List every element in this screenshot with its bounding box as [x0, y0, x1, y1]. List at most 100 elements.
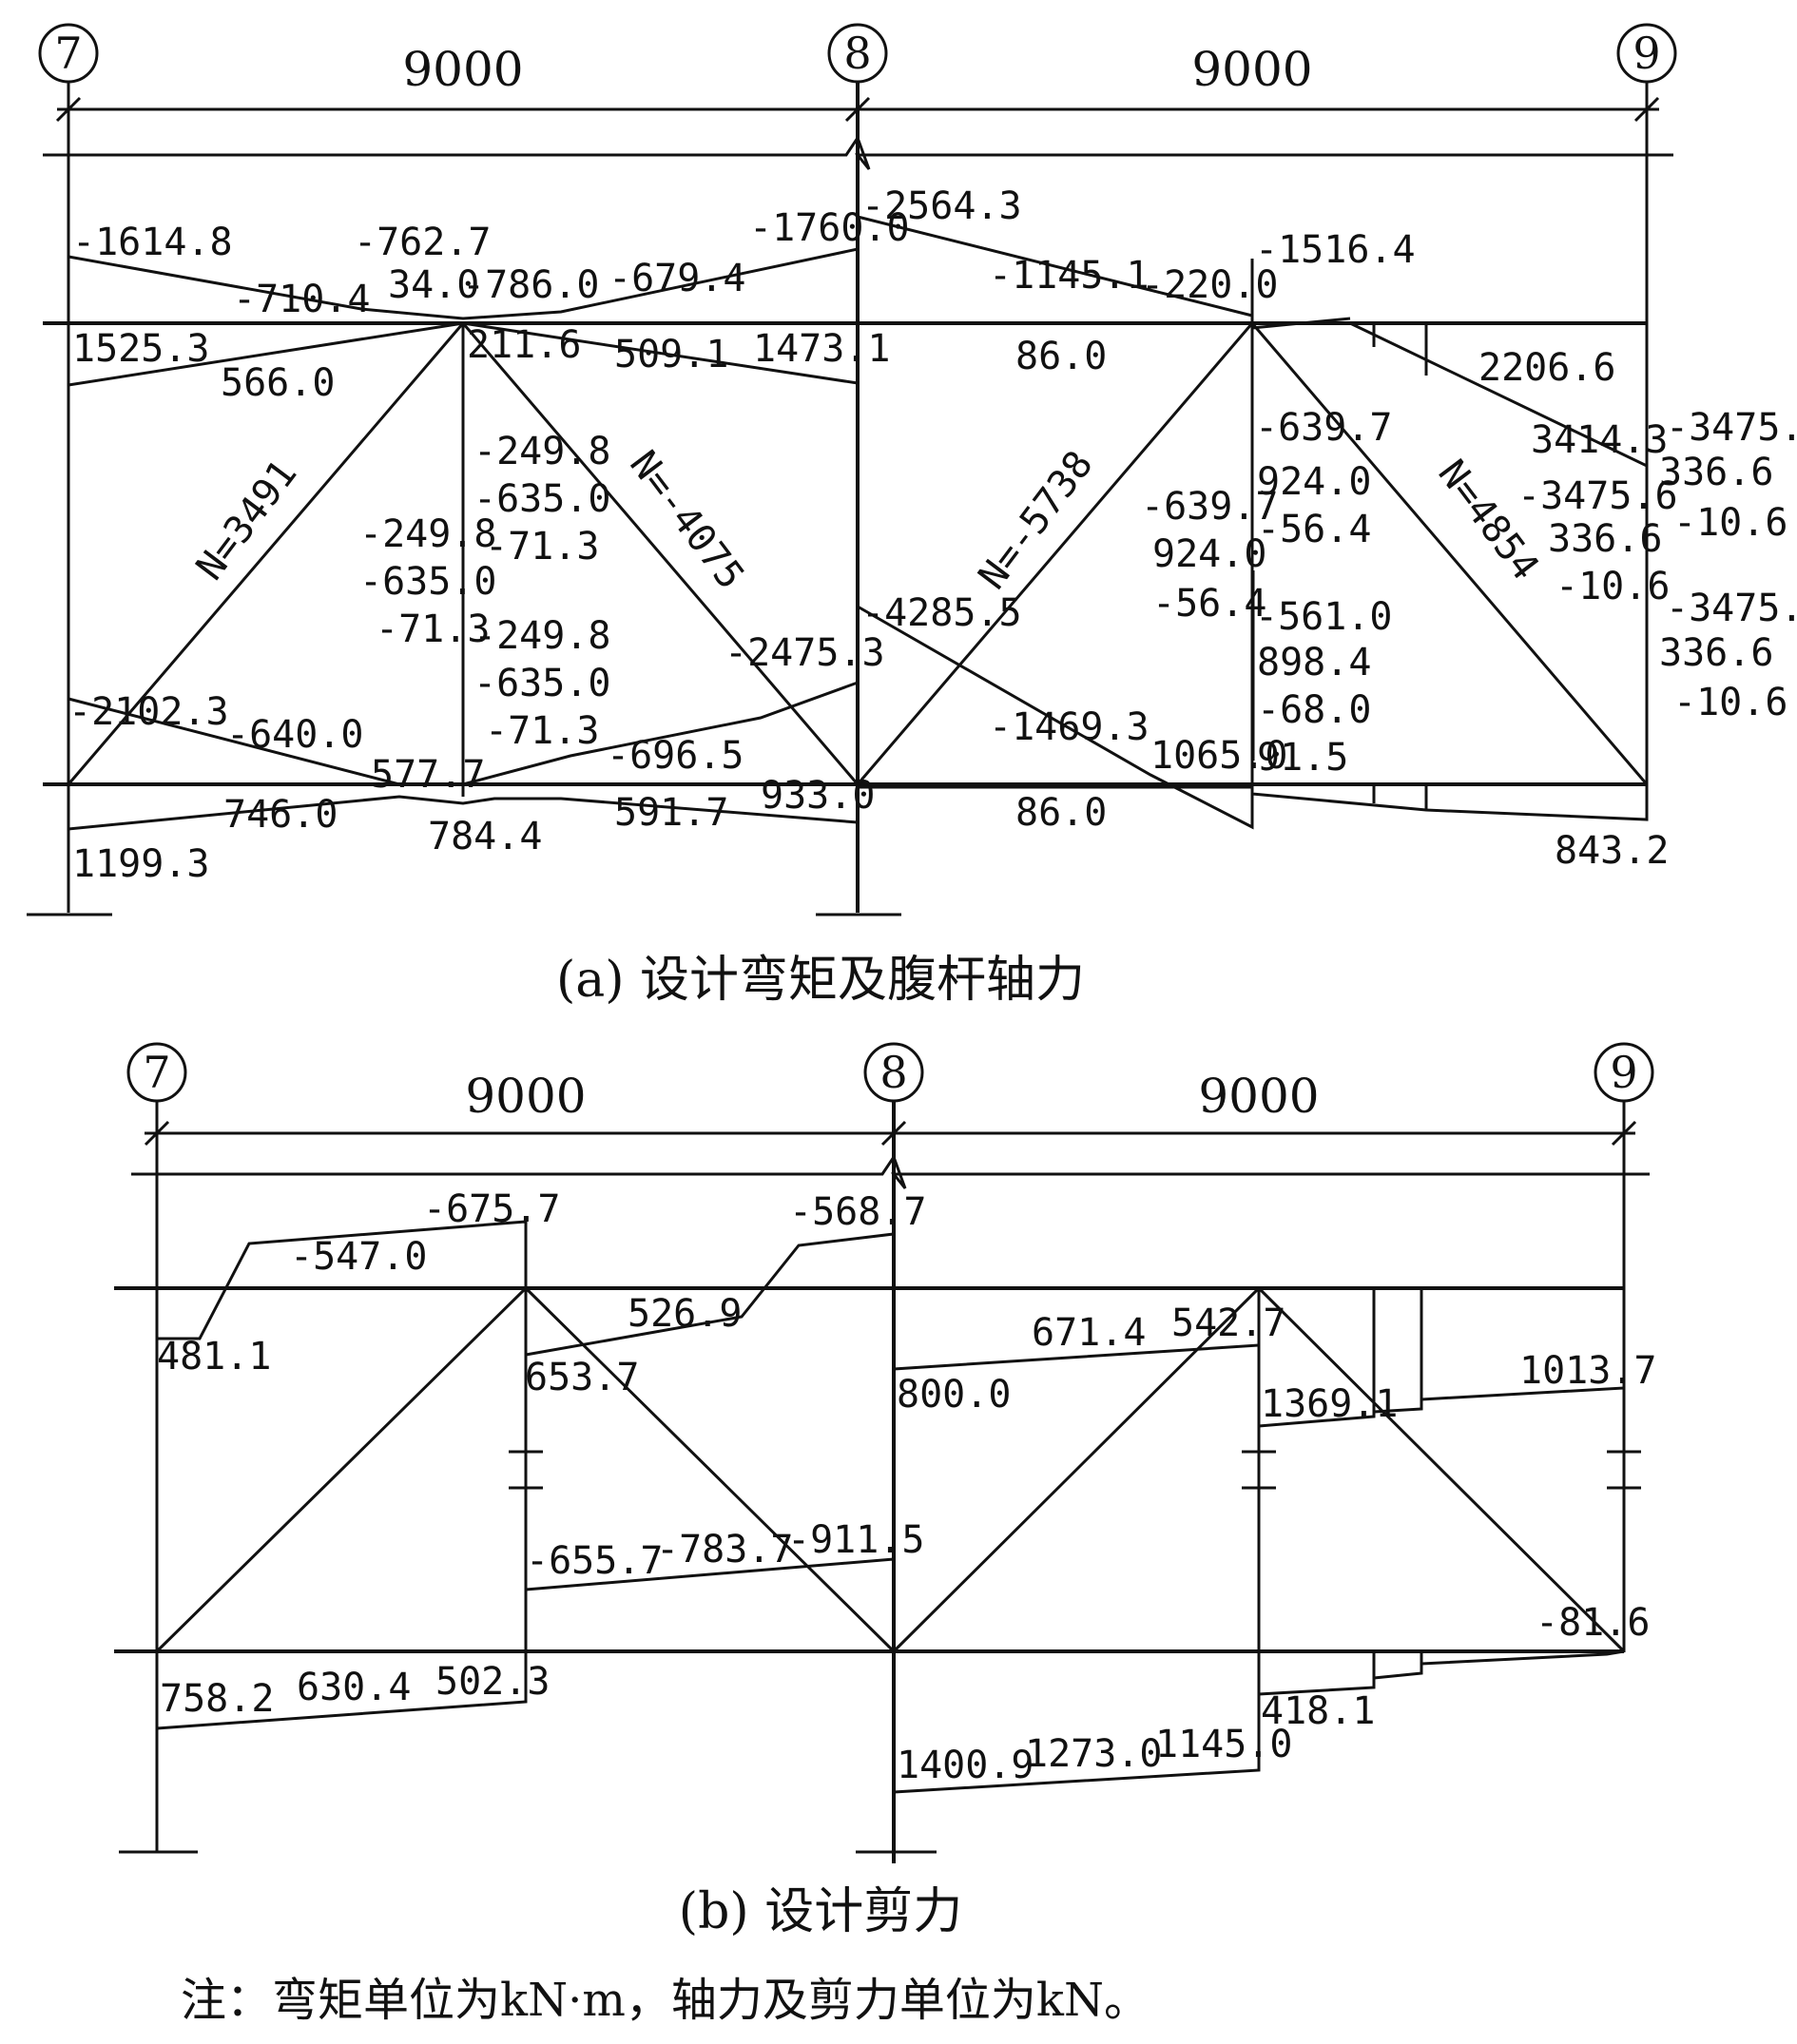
value-label: 671.4 [1032, 1311, 1146, 1355]
value-label: -639.7 [1141, 485, 1279, 529]
value-label: 509.1 [614, 333, 728, 376]
value-label: -2475.3 [725, 631, 885, 675]
axis-label: 8 [843, 28, 871, 79]
value-label: 1369.1 [1261, 1382, 1399, 1426]
value-label: -1469.3 [989, 705, 1150, 749]
value-label: -1145.1 [989, 254, 1150, 298]
value-label: -547.0 [290, 1235, 428, 1279]
units-note: 注：弯矩单位为kN·m，轴力及剪力单位为kN。 [181, 1974, 1150, 2027]
value-label: -783.7 [656, 1528, 794, 1572]
value-label: 502.3 [435, 1660, 550, 1704]
value-label: -635.0 [359, 560, 497, 604]
value-label: -249.8 [473, 430, 611, 473]
value-label: -635.0 [473, 662, 611, 705]
shear-curves [155, 1220, 1626, 1794]
value-label: 924.0 [1152, 532, 1266, 576]
value-label: -3475.6 [1666, 587, 1797, 630]
value-label: 898.4 [1257, 641, 1371, 685]
value-label: N=4854 [1430, 453, 1548, 588]
panel-b-design-shear: 7 8 9 9000 9000 [114, 1042, 1657, 1940]
axis-marker-8: 8 [863, 1042, 924, 1103]
value-label: 91.5 [1257, 736, 1348, 780]
axis-label: 9 [1610, 1047, 1637, 1098]
value-label: 526.9 [628, 1292, 742, 1336]
member-lines [114, 1153, 1650, 1854]
value-label: -10.6 [1555, 565, 1670, 608]
value-label: -71.3 [485, 709, 599, 753]
value-label: -2102.3 [68, 690, 229, 734]
value-label: -4285.5 [861, 591, 1022, 635]
value-label: 1273.0 [1025, 1732, 1163, 1776]
value-label: 746.0 [223, 793, 338, 837]
value-label: -762.7 [354, 221, 492, 264]
value-label: N=3491 [188, 453, 306, 588]
value-label: 758.2 [160, 1677, 274, 1721]
value-label: 34.0 [388, 263, 479, 307]
value-label: 630.4 [297, 1666, 411, 1709]
panel-a-design-moment-axial: 7 8 9 9000 9000 [27, 23, 1797, 1009]
axis-label: 8 [879, 1047, 907, 1098]
value-label: -568.7 [789, 1190, 927, 1234]
value-label: 1145.0 [1155, 1723, 1293, 1766]
axis-marker-7: 7 [38, 23, 99, 84]
value-label: -220.0 [1141, 263, 1279, 307]
value-label: 336.6 [1659, 631, 1773, 675]
value-label: 1400.9 [897, 1744, 1034, 1787]
span-dimension: 9000 [1191, 42, 1312, 97]
panel-a-value-labels: -1614.8-710.4-762.734.0-786.0-679.4-1760… [68, 184, 1797, 886]
axis-label: 9 [1633, 28, 1660, 79]
value-label: 2206.6 [1478, 346, 1616, 390]
panel-b-caption: (b) 设计剪力 [679, 1883, 962, 1940]
span-dimension: 9000 [465, 1069, 586, 1124]
value-label: -10.6 [1673, 681, 1787, 724]
value-label: -639.7 [1255, 406, 1393, 450]
value-label: 1473.1 [753, 327, 891, 371]
moment-curves [67, 215, 1649, 831]
value-label: N=-4075 [621, 443, 752, 597]
axis-marker-9: 9 [1616, 23, 1677, 84]
value-label: 653.7 [525, 1356, 639, 1399]
axis-label: 7 [54, 28, 82, 79]
value-label: 481.1 [157, 1335, 271, 1379]
value-label: -249.8 [359, 512, 497, 556]
value-label: 800.0 [897, 1373, 1011, 1417]
value-label: -675.7 [423, 1187, 561, 1231]
value-label: 86.0 [1015, 335, 1107, 378]
member-lines [27, 134, 1673, 916]
value-label: 591.7 [614, 791, 728, 835]
dimension-line: 9000 9000 [144, 1069, 1637, 1863]
panel-a-caption: (a) 设计弯矩及腹杆轴力 [556, 952, 1085, 1009]
value-label: 784.4 [428, 815, 542, 858]
span-dimension: 9000 [1198, 1069, 1319, 1124]
value-label: -696.5 [607, 734, 744, 778]
value-label: -679.4 [609, 257, 746, 300]
value-label: 1065.0 [1150, 734, 1288, 778]
value-label: 1199.3 [72, 842, 210, 886]
value-label: -2564.3 [861, 184, 1022, 228]
value-label: -10.6 [1673, 501, 1787, 545]
value-label: 418.1 [1261, 1689, 1375, 1733]
value-label: 1013.7 [1519, 1349, 1657, 1393]
value-label: 3414.3 [1531, 418, 1669, 462]
value-label: -1516.4 [1255, 228, 1416, 272]
value-label: -3475.6 [1517, 474, 1678, 518]
axis-label: 7 [143, 1047, 170, 1098]
value-label: -561.0 [1255, 595, 1393, 639]
value-label: 924.0 [1257, 460, 1371, 504]
value-label: 1525.3 [72, 327, 210, 371]
value-label: -71.3 [376, 607, 490, 651]
value-label: 336.6 [1548, 517, 1662, 561]
value-label: 211.6 [467, 323, 581, 367]
value-label: -640.0 [226, 713, 364, 757]
value-label: -56.4 [1257, 508, 1371, 551]
value-label: -635.0 [473, 477, 611, 521]
value-label: 843.2 [1555, 829, 1669, 873]
axis-marker-7: 7 [126, 1042, 187, 1103]
axis-marker-8: 8 [827, 23, 888, 84]
value-label: -71.3 [485, 525, 599, 569]
span-dimension: 9000 [402, 42, 523, 97]
value-label: -3475.6 [1666, 406, 1797, 450]
value-label: -56.4 [1152, 582, 1266, 626]
